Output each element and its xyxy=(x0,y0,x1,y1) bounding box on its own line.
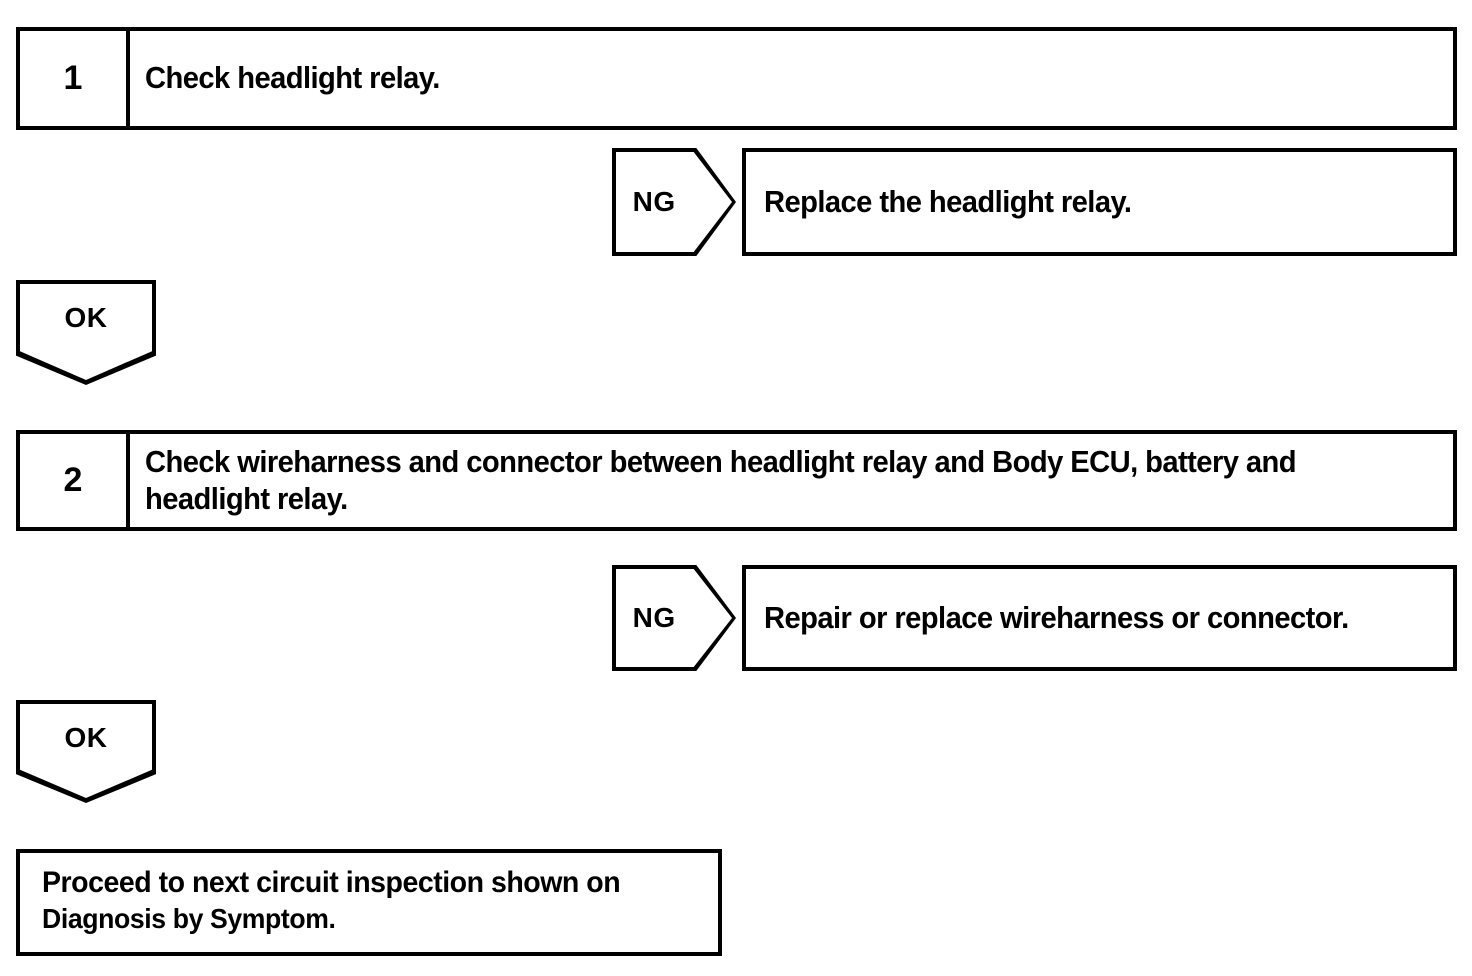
step-text-2: Check wireharness and connector between … xyxy=(145,444,1297,516)
step-text-1: Check headlight relay. xyxy=(145,60,440,96)
terminal-box: Proceed to next circuit inspection shown… xyxy=(16,849,722,956)
ng-arrow-label-1: NG xyxy=(632,186,676,217)
terminal-text-line-2: Diagnosis by Symptom. xyxy=(42,903,336,934)
step-number-1: 1 xyxy=(20,31,130,126)
ng-result-box-2: Repair or replace wireharness or connect… xyxy=(742,565,1457,671)
ng-arrow-1: NG xyxy=(612,148,736,256)
ok-arrow-label-2: OK xyxy=(64,722,108,753)
ng-result-box-1: Replace the headlight relay. xyxy=(742,148,1457,256)
ng-arrow-label-2: NG xyxy=(632,602,676,633)
step-box-1: 1 Check headlight relay. xyxy=(16,27,1457,130)
ok-arrow-2: OK xyxy=(16,700,156,803)
step-box-2: 2 Check wireharness and connector betwee… xyxy=(16,430,1457,531)
ng-result-text-2: Repair or replace wireharness or connect… xyxy=(764,599,1349,635)
step-number-2: 2 xyxy=(20,434,130,527)
ng-arrow-2: NG xyxy=(612,565,736,671)
ok-arrow-label-1: OK xyxy=(64,302,108,333)
terminal-text-line-1: Proceed to next circuit inspection shown… xyxy=(42,866,621,899)
ng-result-text-1: Replace the headlight relay. xyxy=(764,183,1132,219)
ok-arrow-1: OK xyxy=(16,280,156,385)
